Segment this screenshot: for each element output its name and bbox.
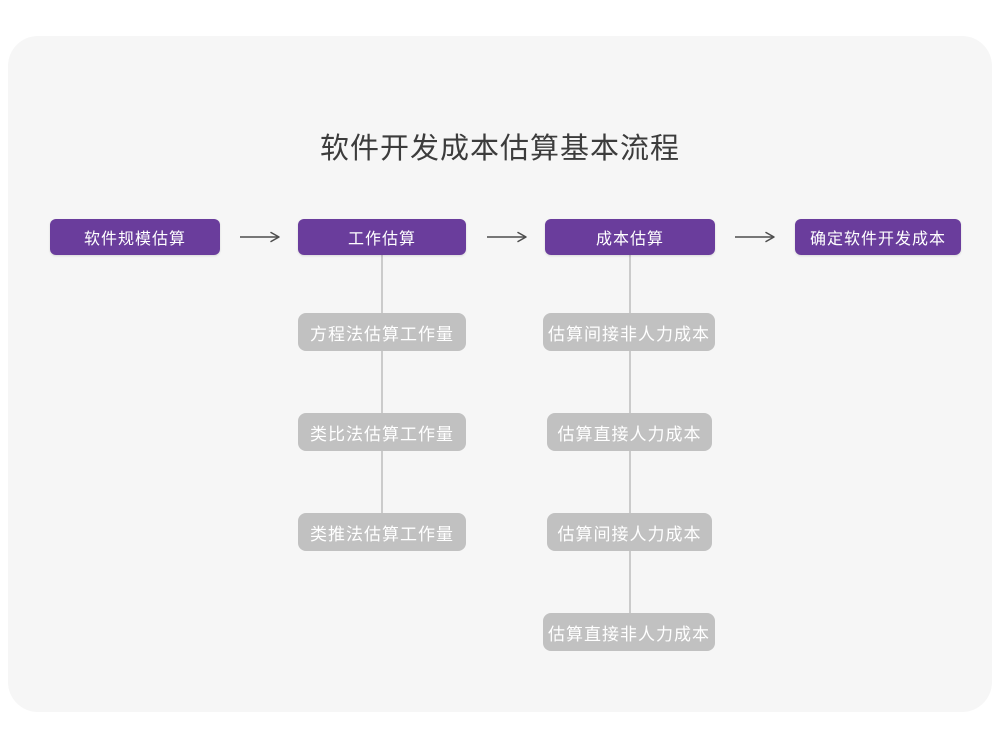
arrow-right-icon <box>238 230 282 244</box>
sub-node-extrapolation-method-workload: 类推法估算工作量 <box>298 513 466 551</box>
flow-node-cost-estimation: 成本估算 <box>545 219 715 255</box>
sub-node-label: 估算直接非人力成本 <box>548 624 710 644</box>
sub-node-direct-labor-cost: 估算直接人力成本 <box>547 413 712 451</box>
flow-node-determine-software-dev-cost: 确定软件开发成本 <box>795 219 961 255</box>
sub-node-label: 类推法估算工作量 <box>310 524 454 544</box>
sub-node-equation-method-workload: 方程法估算工作量 <box>298 313 466 351</box>
sub-node-indirect-labor-cost: 估算间接人力成本 <box>547 513 712 551</box>
flow-node-work-estimation: 工作估算 <box>298 219 466 255</box>
diagram-card: 软件开发成本估算基本流程 软件规模估算 工作估算 成本估算 <box>8 36 992 712</box>
flow-node-software-scale-estimation: 软件规模估算 <box>50 219 220 255</box>
sub-node-analogy-method-workload: 类比法估算工作量 <box>298 413 466 451</box>
sub-node-label: 估算间接人力成本 <box>557 524 702 544</box>
arrow-right-icon <box>733 230 777 244</box>
flow-node-label: 工作估算 <box>347 231 416 248</box>
flow-node-label: 成本估算 <box>595 231 664 248</box>
flow-node-label: 软件规模估算 <box>83 231 186 248</box>
connector-work-estimation-line <box>381 255 383 523</box>
arrow-right-icon <box>485 230 529 244</box>
diagram-title: 软件开发成本估算基本流程 <box>319 133 680 165</box>
flow-node-label: 确定软件开发成本 <box>809 231 946 248</box>
sub-node-label: 估算间接非人力成本 <box>548 324 710 344</box>
sub-node-label: 估算直接人力成本 <box>557 424 702 444</box>
sub-node-label: 方程法估算工作量 <box>310 324 454 344</box>
sub-node-label: 类比法估算工作量 <box>310 424 454 444</box>
sub-node-direct-nonlabor-cost: 估算直接非人力成本 <box>543 613 715 651</box>
sub-node-indirect-nonlabor-cost: 估算间接非人力成本 <box>543 313 715 351</box>
